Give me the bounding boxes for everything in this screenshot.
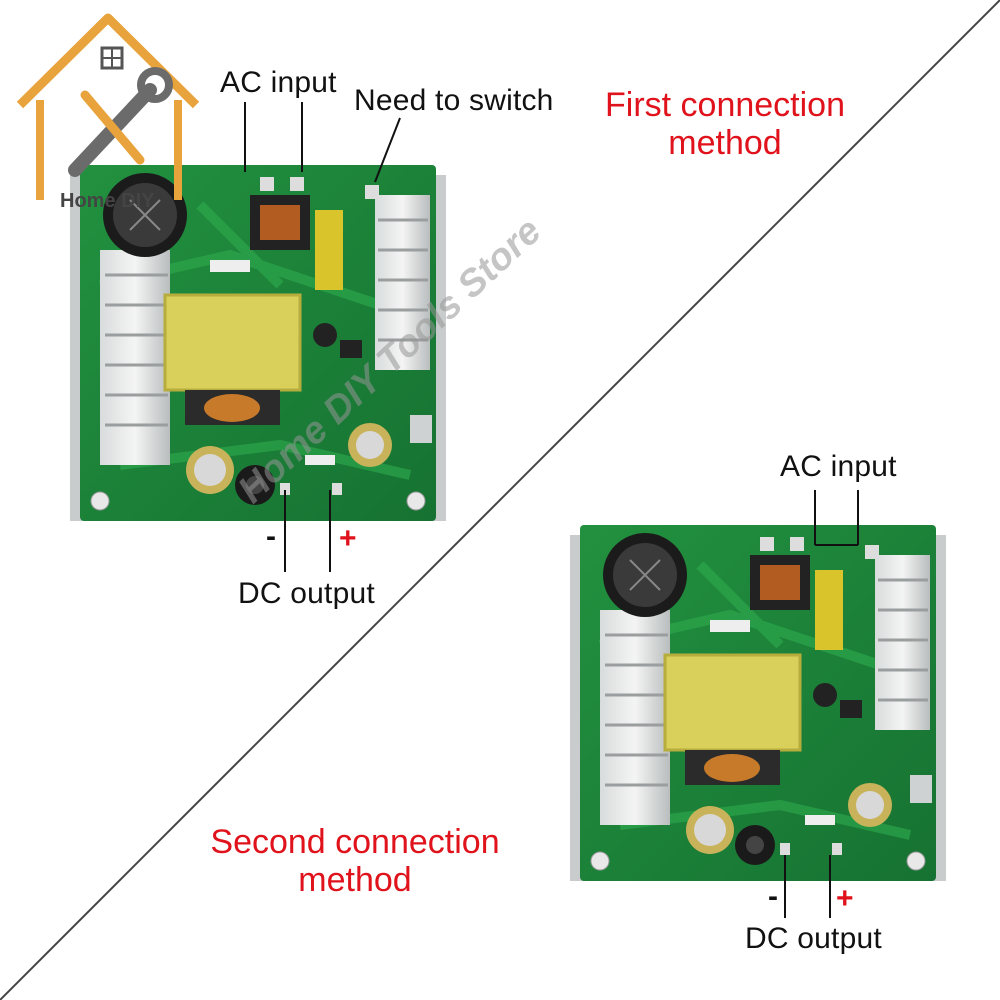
second-method-title: Second connection method xyxy=(210,823,500,899)
ac-input-label-first: AC input xyxy=(220,66,337,99)
screwdriver-icon xyxy=(80,90,145,165)
dc-output-label-first: DC output xyxy=(238,577,375,610)
dc-output-label-second: DC output xyxy=(745,922,882,955)
need-to-switch-label: Need to switch xyxy=(354,84,554,117)
first-method-title-line1: First connection xyxy=(605,86,845,124)
pointer-lines-second xyxy=(784,490,859,918)
pcb-board-second xyxy=(570,525,946,881)
second-method-title-line2: method xyxy=(298,861,412,899)
plus-sign-first: + xyxy=(339,522,357,555)
pointer-lines-first xyxy=(244,102,401,572)
logo-brand-text: Home DIY xyxy=(60,190,155,212)
second-method-title-line1: Second connection xyxy=(210,823,500,861)
first-method-title: First connection method xyxy=(590,86,860,162)
home-diy-logo xyxy=(16,13,200,200)
minus-sign-first: - xyxy=(266,520,276,553)
ac-input-label-second: AC input xyxy=(780,450,897,483)
plus-sign-second: + xyxy=(836,882,854,915)
first-method-title-line2: method xyxy=(668,124,782,162)
minus-sign-second: - xyxy=(768,880,778,913)
